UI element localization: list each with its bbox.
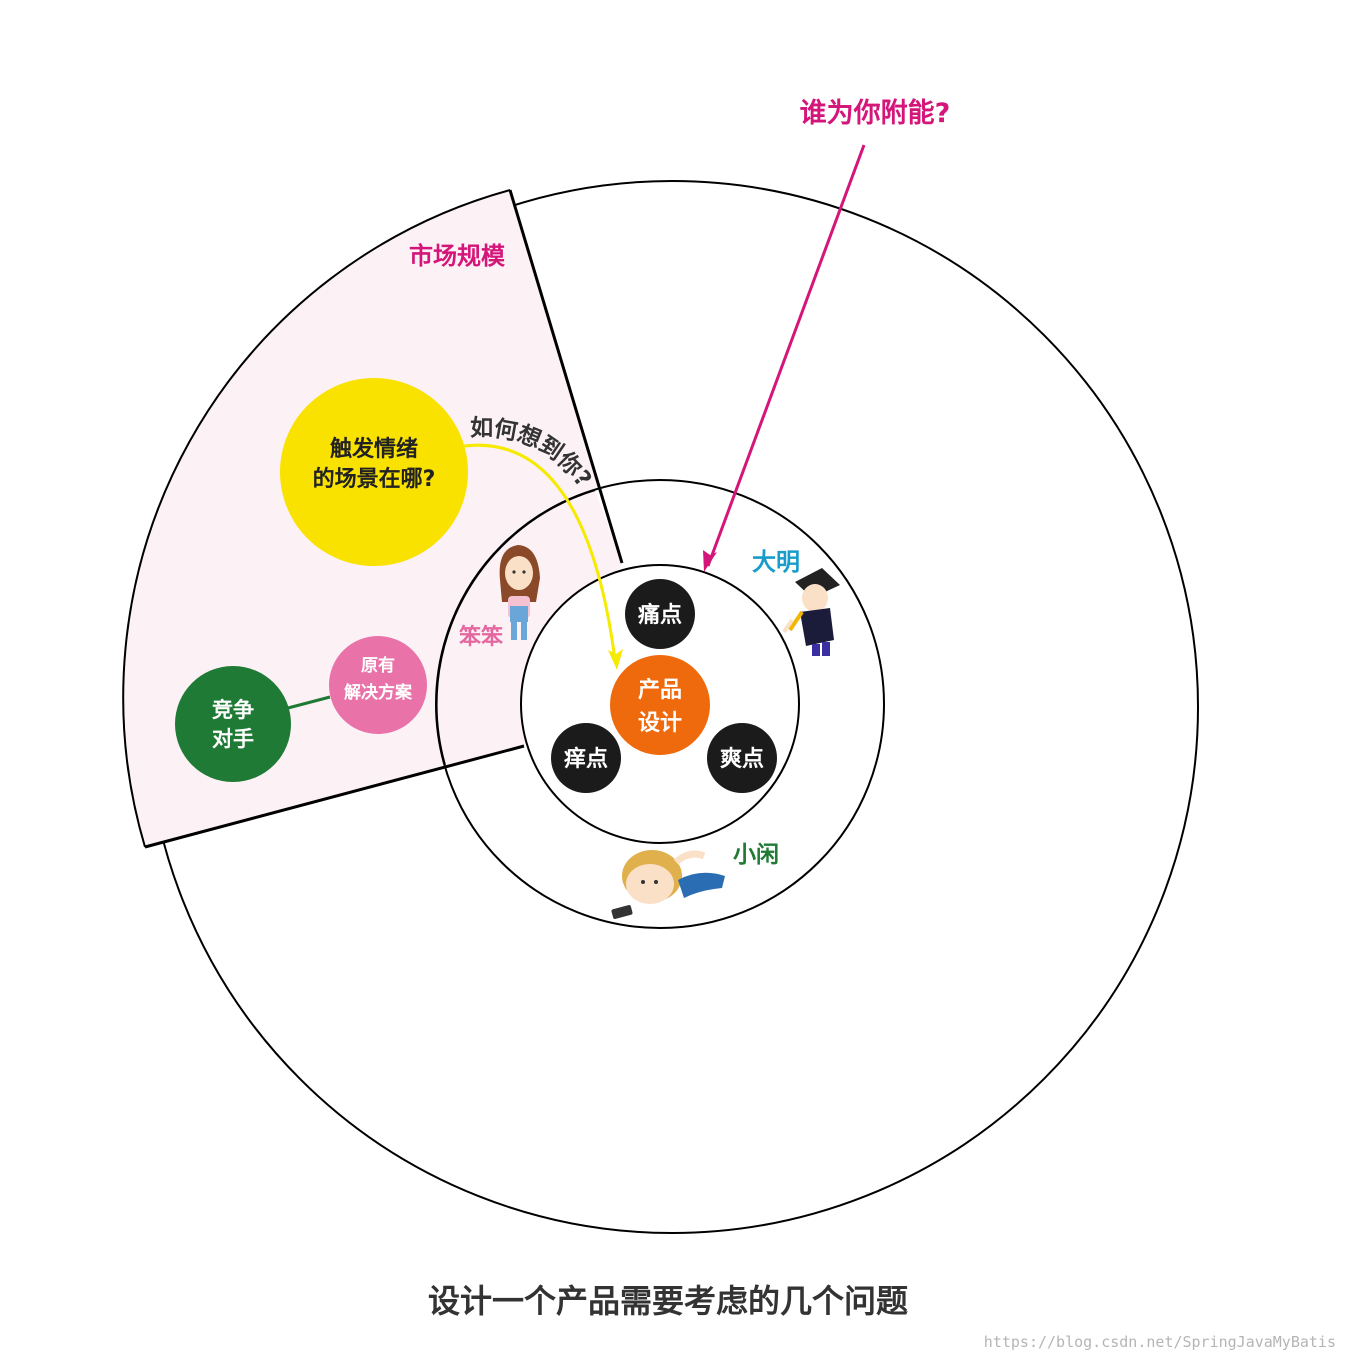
- pain-point-circle: [625, 579, 695, 649]
- pain-point-label: 痛点: [638, 602, 682, 628]
- annotation-who-empowers: 谁为你附能?: [800, 97, 951, 129]
- trigger-scene-line1: 触发情绪: [330, 436, 418, 462]
- competitor-circle: [175, 666, 291, 782]
- benben-illustration: [499, 545, 540, 640]
- itch-point-label: 痒点: [564, 746, 608, 772]
- magenta-arrow-line: [706, 144, 866, 567]
- existing-solution-line1: 原有: [361, 655, 395, 676]
- market-size-label: 市场规模: [409, 242, 506, 270]
- sector-line-bottom: [144, 744, 525, 849]
- competitor-connector: [287, 695, 331, 710]
- sector-line-top: [508, 189, 624, 564]
- diagram-caption: 设计一个产品需要考虑的几个问题: [428, 1282, 908, 1320]
- product-design-line2: 设计: [638, 711, 682, 736]
- yellow-arrow-head: [608, 649, 623, 670]
- product-design-line1: 产品: [638, 678, 682, 703]
- existing-solution-circle: [329, 636, 427, 734]
- daming-illustration: [782, 568, 840, 656]
- persona-daming: 大明: [752, 548, 800, 576]
- itch-point-circle: [551, 723, 621, 793]
- persona-benben: 笨笨: [459, 624, 503, 650]
- watermark-url: https://blog.csdn.net/SpringJavaMyBatis: [984, 1333, 1336, 1351]
- product-design-circle: [610, 655, 710, 755]
- magenta-arrow-head: [703, 550, 717, 572]
- yellow-curve-arrow: [463, 443, 617, 661]
- xiaoxian-illustration: [611, 850, 725, 919]
- persona-xiaoxian: 小闲: [733, 842, 779, 868]
- competitor-line2: 对手: [212, 727, 254, 751]
- existing-solution-line2: 解决方案: [344, 682, 413, 703]
- delight-point-circle: [707, 723, 777, 793]
- delight-point-label: 爽点: [720, 746, 764, 772]
- trigger-scene-circle: [280, 378, 468, 566]
- trigger-scene-line2: 的场景在哪?: [313, 466, 436, 492]
- competitor-line1: 竞争: [212, 698, 254, 722]
